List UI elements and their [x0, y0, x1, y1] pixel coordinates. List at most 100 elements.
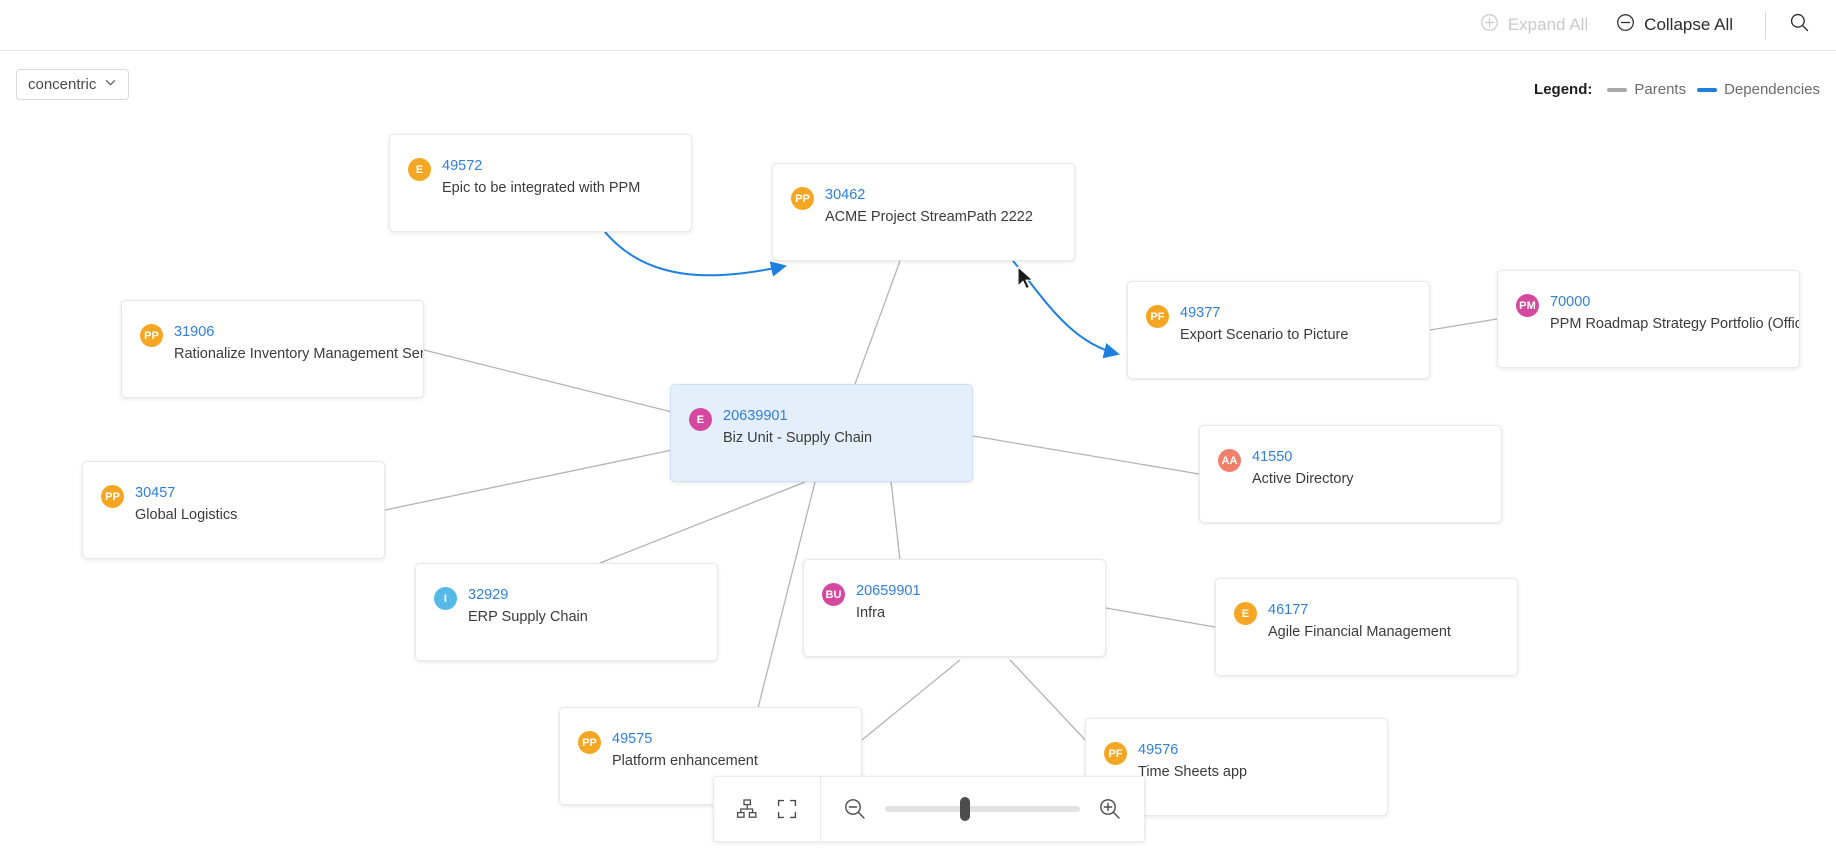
collapse-all-button[interactable]: Collapse All — [1602, 8, 1747, 42]
node-id[interactable]: 49377 — [1180, 305, 1221, 321]
node-title: Export Scenario to Picture — [1180, 327, 1349, 343]
legend-item-dependencies: Dependencies — [1697, 81, 1820, 98]
plus-circle-icon — [1480, 13, 1499, 37]
node-id[interactable]: 20659901 — [856, 583, 921, 599]
node-id[interactable]: 49575 — [612, 731, 653, 747]
search-button[interactable] — [1782, 8, 1816, 42]
node-id[interactable]: 31906 — [174, 324, 215, 340]
legend-label-parents: Parents — [1634, 81, 1687, 98]
node-title: PPM Roadmap Strategy Portfolio (Official… — [1550, 316, 1799, 332]
node-title: Epic to be integrated with PPM — [442, 180, 641, 196]
toolbar-divider — [1765, 11, 1766, 39]
zoom-slider-handle[interactable] — [959, 797, 970, 821]
node-title: Time Sheets app — [1138, 764, 1248, 780]
legend-title: Legend: — [1534, 81, 1593, 98]
node-type-badge: BU — [822, 583, 845, 606]
node-id[interactable]: 41550 — [1252, 449, 1293, 465]
node-id[interactable]: 49572 — [442, 158, 483, 174]
collapse-all-label: Collapse All — [1644, 15, 1733, 34]
zoom-slider[interactable] — [885, 797, 1080, 821]
node-id[interactable]: 30457 — [135, 485, 176, 501]
node-id[interactable]: 49576 — [1138, 742, 1179, 758]
node-title: Global Logistics — [135, 507, 238, 523]
node-type-badge: E — [408, 158, 431, 181]
node-id[interactable]: 20639901 — [723, 408, 788, 424]
node-type-badge: PP — [578, 731, 601, 754]
zoom-out-icon[interactable] — [843, 797, 867, 821]
node-id[interactable]: 70000 — [1550, 294, 1591, 310]
top-toolbar: Expand All Collapse All — [0, 0, 1836, 51]
node-type-badge: AA — [1218, 449, 1241, 472]
layout-tools-group — [714, 777, 820, 841]
node-id[interactable]: 32929 — [468, 587, 509, 603]
legend-label-dependencies: Dependencies — [1724, 81, 1820, 98]
node-type-badge: PP — [140, 324, 163, 347]
zoom-in-icon[interactable] — [1098, 797, 1122, 821]
node-type-badge: PF — [1146, 305, 1169, 328]
node-title: ERP Supply Chain — [468, 609, 588, 625]
hierarchy-layout-icon[interactable] — [736, 798, 758, 820]
node-title: Active Directory — [1252, 471, 1354, 487]
node-type-badge: PF — [1104, 742, 1127, 765]
legend-swatch-dependencies — [1697, 87, 1718, 92]
legend: Legend: Parents Dependencies — [1534, 81, 1820, 98]
node-title: Infra — [856, 605, 886, 621]
node-type-badge: PP — [791, 187, 814, 210]
layout-select-value: concentric — [28, 76, 97, 93]
layout-select[interactable]: concentric — [16, 69, 130, 100]
chevron-down-icon — [104, 76, 117, 93]
zoom-controls-group — [820, 777, 1144, 841]
node-id[interactable]: 30462 — [825, 187, 866, 203]
node-title: Platform enhancement — [612, 753, 758, 769]
node-title: Rationalize Inventory Management Service — [174, 346, 424, 362]
node-id[interactable]: 46177 — [1268, 602, 1309, 618]
fit-to-screen-icon[interactable] — [776, 798, 798, 820]
node-title: Agile Financial Management — [1268, 624, 1451, 640]
parent-edges — [384, 260, 1498, 746]
node-type-badge: E — [689, 408, 712, 431]
zoom-toolbar — [713, 776, 1145, 842]
expand-all-button[interactable]: Expand All — [1466, 8, 1602, 42]
legend-item-parents: Parents — [1607, 81, 1686, 98]
node-type-badge: E — [1234, 602, 1257, 625]
minus-circle-icon — [1616, 13, 1635, 37]
